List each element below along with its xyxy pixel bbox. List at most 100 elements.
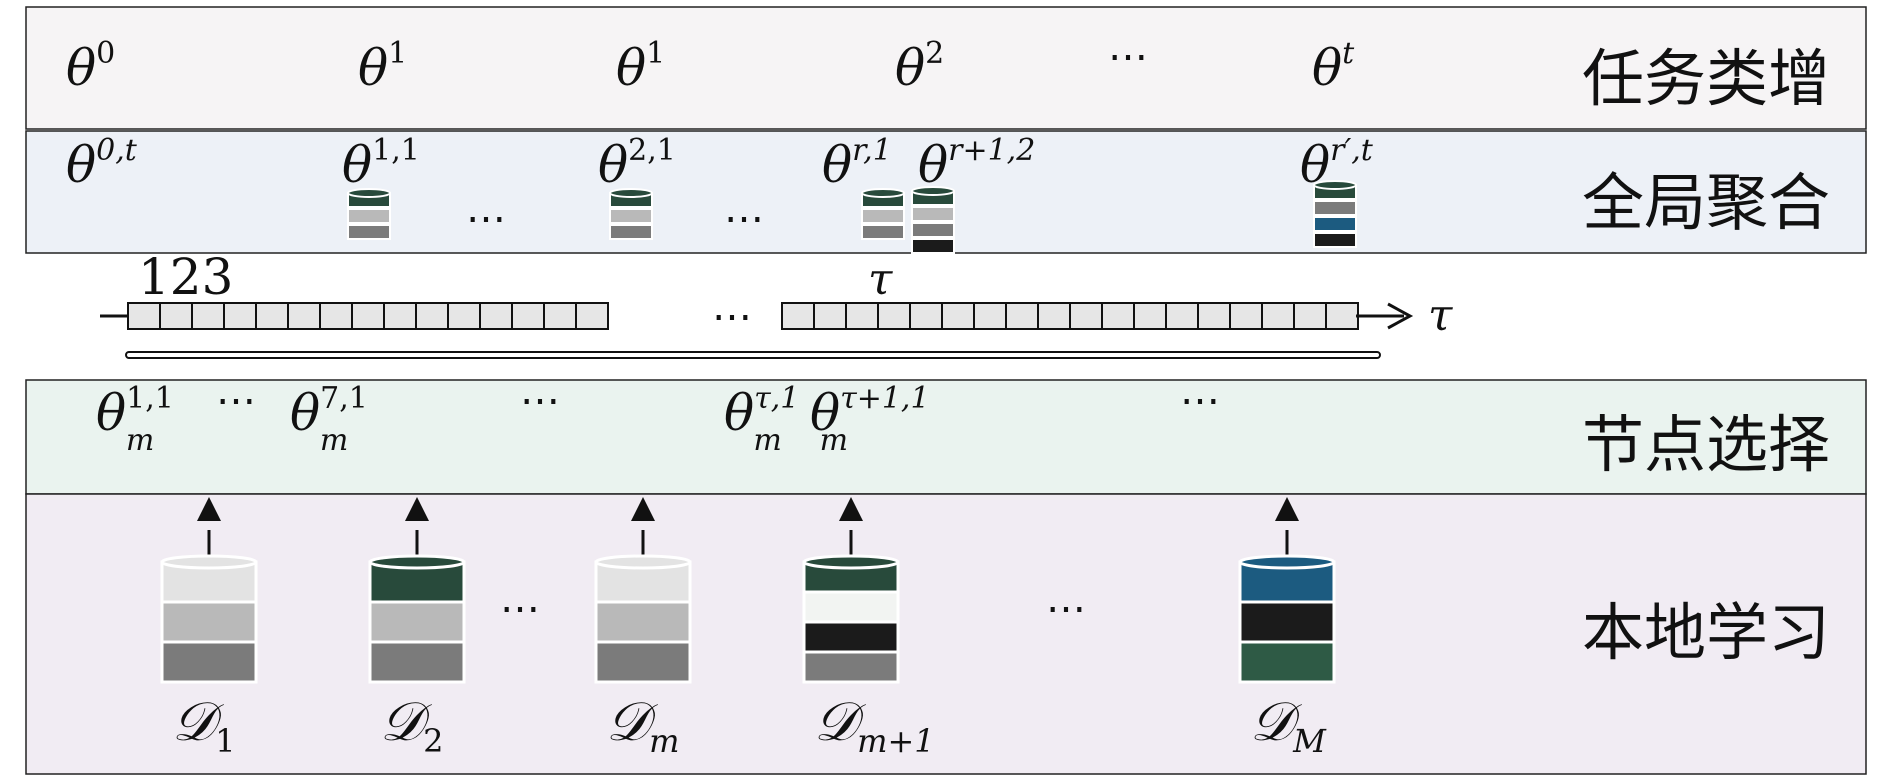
global-stack-layer [609, 208, 653, 224]
global-aggregation-band: θ0,t θ1,1 θ2,1 θr,1 θr+1,2 θr′,t ⋯ ⋯ 全局聚… [25, 130, 1867, 254]
timeline-cell [1229, 302, 1263, 330]
timeline-cell [159, 302, 193, 330]
timeline-cell [1325, 302, 1359, 330]
dataset-label: 𝒟m [606, 690, 679, 760]
global-stack-5 [1313, 180, 1357, 248]
select-ellipsis-1: ⋯ [216, 378, 256, 424]
global-stack-top [1313, 180, 1357, 190]
timeline-cell [255, 302, 289, 330]
timeline-cell [909, 302, 943, 330]
select-ellipsis-2: ⋯ [520, 378, 560, 424]
global-stack-layer [861, 224, 905, 240]
upload-arrow-head [839, 497, 863, 521]
global-stack-top [347, 188, 391, 198]
dataset-layer [802, 620, 900, 654]
dataset-layer [160, 600, 258, 644]
select-band-label: 节点选择 [1582, 408, 1830, 481]
global-theta-11: θ1,1 [342, 133, 420, 194]
timeline-cell [1261, 302, 1295, 330]
local-ellipsis-1: ⋯ [500, 586, 540, 632]
timeline-cell [415, 302, 449, 330]
task-incremental-band: θ0 θ1 θ1 θ2 ⋯ θt 任务类增 [25, 6, 1867, 130]
global-stack-layer [609, 224, 653, 240]
timeline-cell [1197, 302, 1231, 330]
global-stack-top [861, 188, 905, 198]
global-ellipsis-1: ⋯ [466, 196, 506, 242]
dataset-top [1238, 554, 1336, 570]
task-theta-1b: θ1 [616, 36, 665, 97]
global-theta-21: θ2,1 [598, 133, 676, 194]
upload-arrow-head [1275, 497, 1299, 521]
global-theta-r1: θr,1 [822, 133, 892, 194]
timeline-cell [1165, 302, 1199, 330]
timeline-cell [383, 302, 417, 330]
timeline-cell [781, 302, 815, 330]
timeline-cell [127, 302, 161, 330]
dataset-top [368, 554, 466, 570]
timeline-cell [1293, 302, 1327, 330]
task-theta-1a: θ1 [358, 36, 407, 97]
global-stack-layer [911, 206, 955, 222]
task-band-background [25, 6, 1867, 130]
select-ellipsis-3: ⋯ [1180, 378, 1220, 424]
timeline-cell [973, 302, 1007, 330]
dataset-3: 𝒟m [594, 497, 692, 760]
timeline-cell [941, 302, 975, 330]
task-band-label: 任务类增 [1582, 42, 1830, 115]
dataset-top [160, 554, 258, 570]
global-theta-r12: θr+1,2 [918, 133, 1035, 194]
upload-arrow-head [197, 497, 221, 521]
global-band-label: 全局聚合 [1582, 166, 1830, 239]
global-stack-2 [609, 188, 653, 240]
dataset-4: 𝒟m+1 [802, 497, 935, 760]
timeline-bracket [125, 351, 1381, 359]
upload-arrow-head [405, 497, 429, 521]
dataset-layer [802, 650, 900, 684]
timeline-cell [575, 302, 609, 330]
timeline-cell [319, 302, 353, 330]
timeline-cells-second [781, 302, 1359, 330]
timeline-cell [191, 302, 225, 330]
task-theta-2: θ2 [895, 36, 944, 97]
dataset-layer [1238, 640, 1336, 684]
dataset-top [802, 554, 900, 570]
dataset-top [594, 554, 692, 570]
global-ellipsis-2: ⋯ [724, 196, 764, 242]
global-stack-top [911, 186, 955, 196]
select-band-background [25, 379, 1867, 495]
global-stack-4 [911, 186, 955, 254]
dataset-1: 𝒟1 [160, 497, 258, 760]
timeline-cell [1005, 302, 1039, 330]
global-stack-1 [347, 188, 391, 240]
global-stack-layer [1313, 216, 1357, 232]
timeline-cell [1069, 302, 1103, 330]
global-stack-layer [911, 222, 955, 238]
timeline-axis-label: τ [1428, 290, 1453, 341]
dataset-layer [1238, 600, 1336, 644]
dataset-layer [368, 600, 466, 644]
global-stack-layer [347, 208, 391, 224]
timeline-mid-label: τ [868, 254, 893, 305]
timeline-cell [287, 302, 321, 330]
local-band-label: 本地学习 [1582, 596, 1830, 669]
timeline-cell [1101, 302, 1135, 330]
global-model-stacks [347, 180, 1357, 254]
timeline-cells-first [127, 302, 609, 330]
local-ellipsis-2: ⋯ [1046, 586, 1086, 632]
timeline-cell [1037, 302, 1071, 330]
global-stack-3 [861, 188, 905, 240]
dataset-layer [160, 640, 258, 684]
timeline-cell [447, 302, 481, 330]
task-ellipsis: ⋯ [1108, 34, 1148, 80]
dataset-layer [594, 600, 692, 644]
timeline-arrow-head [1387, 302, 1414, 330]
global-stack-layer [911, 238, 955, 254]
timeline-cell [223, 302, 257, 330]
timeline-cell [351, 302, 385, 330]
global-stack-layer [1313, 200, 1357, 216]
